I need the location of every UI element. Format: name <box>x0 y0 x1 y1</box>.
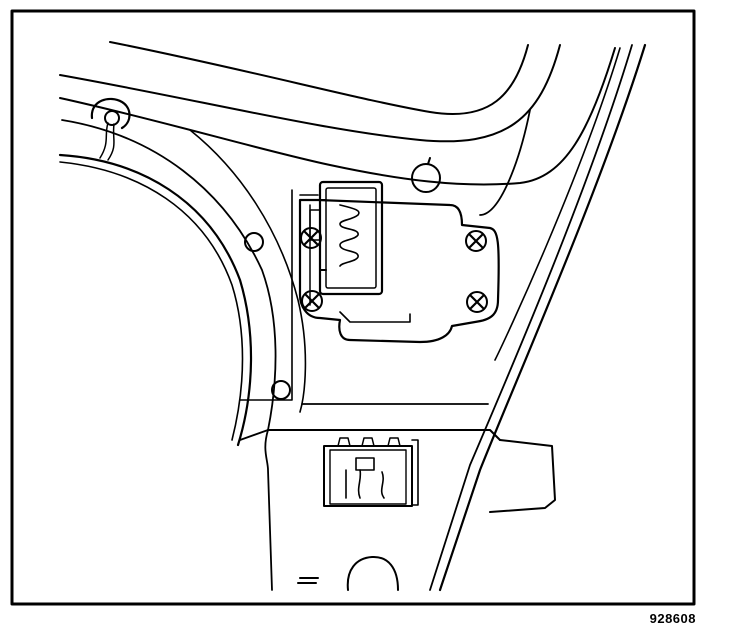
module-screw-lower-left <box>301 290 323 312</box>
bottom-round-opening <box>346 555 399 591</box>
figure-reference-code: 928608 <box>649 611 696 626</box>
right-flap <box>489 439 556 513</box>
module-bottom-tab <box>339 311 411 323</box>
upper-hole-with-wire <box>90 97 131 161</box>
lower-mount-boss <box>271 380 291 400</box>
switch-module <box>239 189 500 401</box>
module-screw-upper-left <box>300 227 322 249</box>
lower-connector <box>323 437 419 507</box>
upper-mount-boss <box>244 232 264 252</box>
right-panel-edges <box>429 43 647 592</box>
diagram-border <box>10 9 696 606</box>
module-screw-upper-right <box>465 230 487 252</box>
upper-trim-curves <box>59 41 616 216</box>
module-screw-lower-right <box>466 291 488 313</box>
bottom-slots <box>297 577 319 584</box>
column-opening-arcs <box>58 119 307 447</box>
lower-bracket <box>239 403 501 591</box>
small-round-knob <box>411 157 441 193</box>
